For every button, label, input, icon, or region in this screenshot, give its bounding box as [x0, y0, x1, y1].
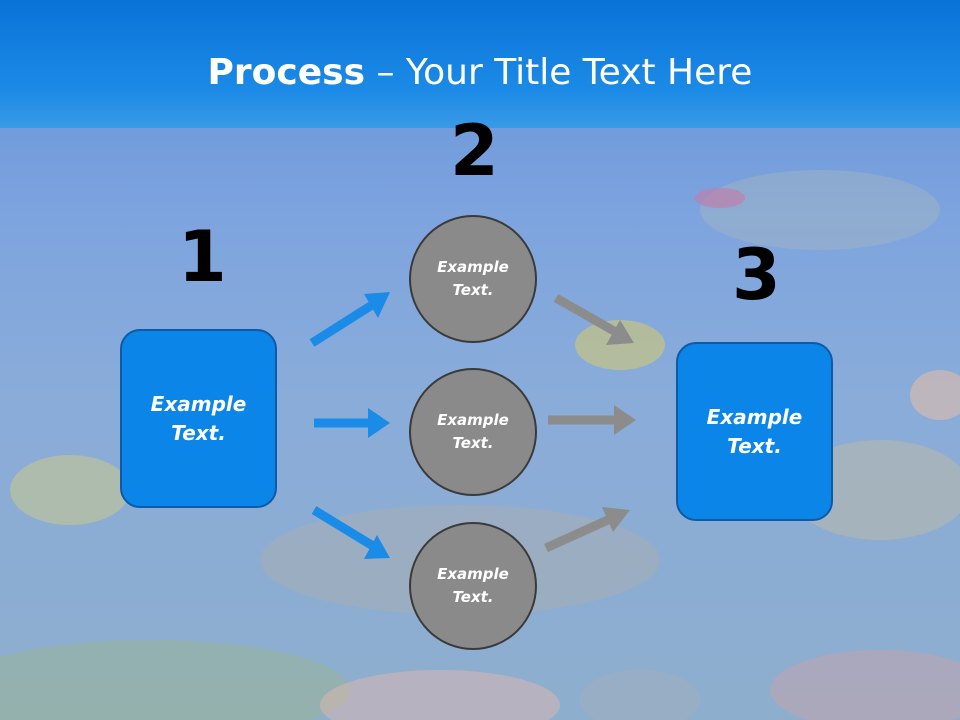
circle-middle: Example Text. — [409, 368, 537, 496]
left-step-box: Example Text. — [120, 329, 277, 508]
gray-arrow-right — [548, 405, 636, 435]
step-number-2: 2 — [450, 110, 499, 192]
left-box-text: Example Text. — [150, 391, 247, 445]
blue-arrow-right — [314, 408, 390, 438]
step-number-1: 1 — [178, 216, 227, 298]
circle-bottom: Example Text. — [409, 522, 537, 650]
circle-middle-text: Example Text. — [437, 410, 509, 452]
right-box-text: Example Text. — [706, 404, 803, 458]
circle-top-text: Example Text. — [437, 257, 509, 299]
gray-arrow-down — [553, 294, 634, 345]
title-rest: – Your Title Text Here — [365, 52, 753, 93]
circle-bottom-text: Example Text. — [437, 564, 509, 606]
title-bold: Process — [207, 52, 366, 93]
right-step-box: Example Text. — [676, 342, 833, 521]
step-number-3: 3 — [732, 234, 781, 316]
title-bar: Process – Your Title Text Here — [0, 0, 960, 128]
blue-arrow-up — [309, 292, 390, 347]
blue-arrow-down — [311, 506, 390, 559]
slide-title: Process – Your Title Text Here — [0, 52, 960, 93]
circle-top: Example Text. — [409, 215, 537, 343]
gray-arrow-up — [544, 507, 630, 553]
